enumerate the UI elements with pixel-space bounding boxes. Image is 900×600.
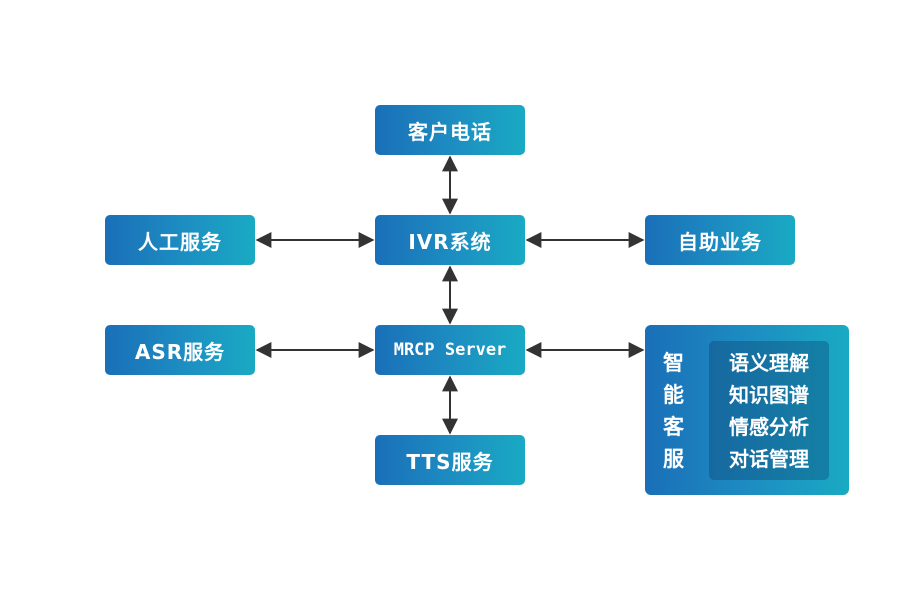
feature-sentiment-analysis: 情感分析 (729, 414, 809, 439)
node-customer-phone: 客户电话 (375, 105, 525, 155)
node-ivr-system: IVR系统 (375, 215, 525, 265)
node-asr-service: ASR服务 (105, 325, 255, 375)
feature-knowledge-graph: 知识图谱 (729, 382, 809, 407)
smart-service-title: 智 能 客 服 (663, 347, 684, 475)
node-smart-service: 智 能 客 服 语义理解 知识图谱 情感分析 对话管理 (645, 325, 849, 495)
smart-service-title-char: 能 (663, 383, 684, 407)
smart-service-feature-list: 语义理解 知识图谱 情感分析 对话管理 (709, 341, 829, 480)
node-tts-service: TTS服务 (375, 435, 525, 485)
feature-dialog-management: 对话管理 (729, 446, 809, 471)
smart-service-title-char: 智 (663, 351, 684, 375)
feature-semantic-understanding: 语义理解 (729, 350, 809, 375)
node-manual-service: 人工服务 (105, 215, 255, 265)
node-self-service: 自助业务 (645, 215, 795, 265)
node-mrcp-server: MRCP Server (375, 325, 525, 375)
smart-service-title-char: 客 (663, 415, 684, 439)
smart-service-title-char: 服 (663, 447, 684, 471)
